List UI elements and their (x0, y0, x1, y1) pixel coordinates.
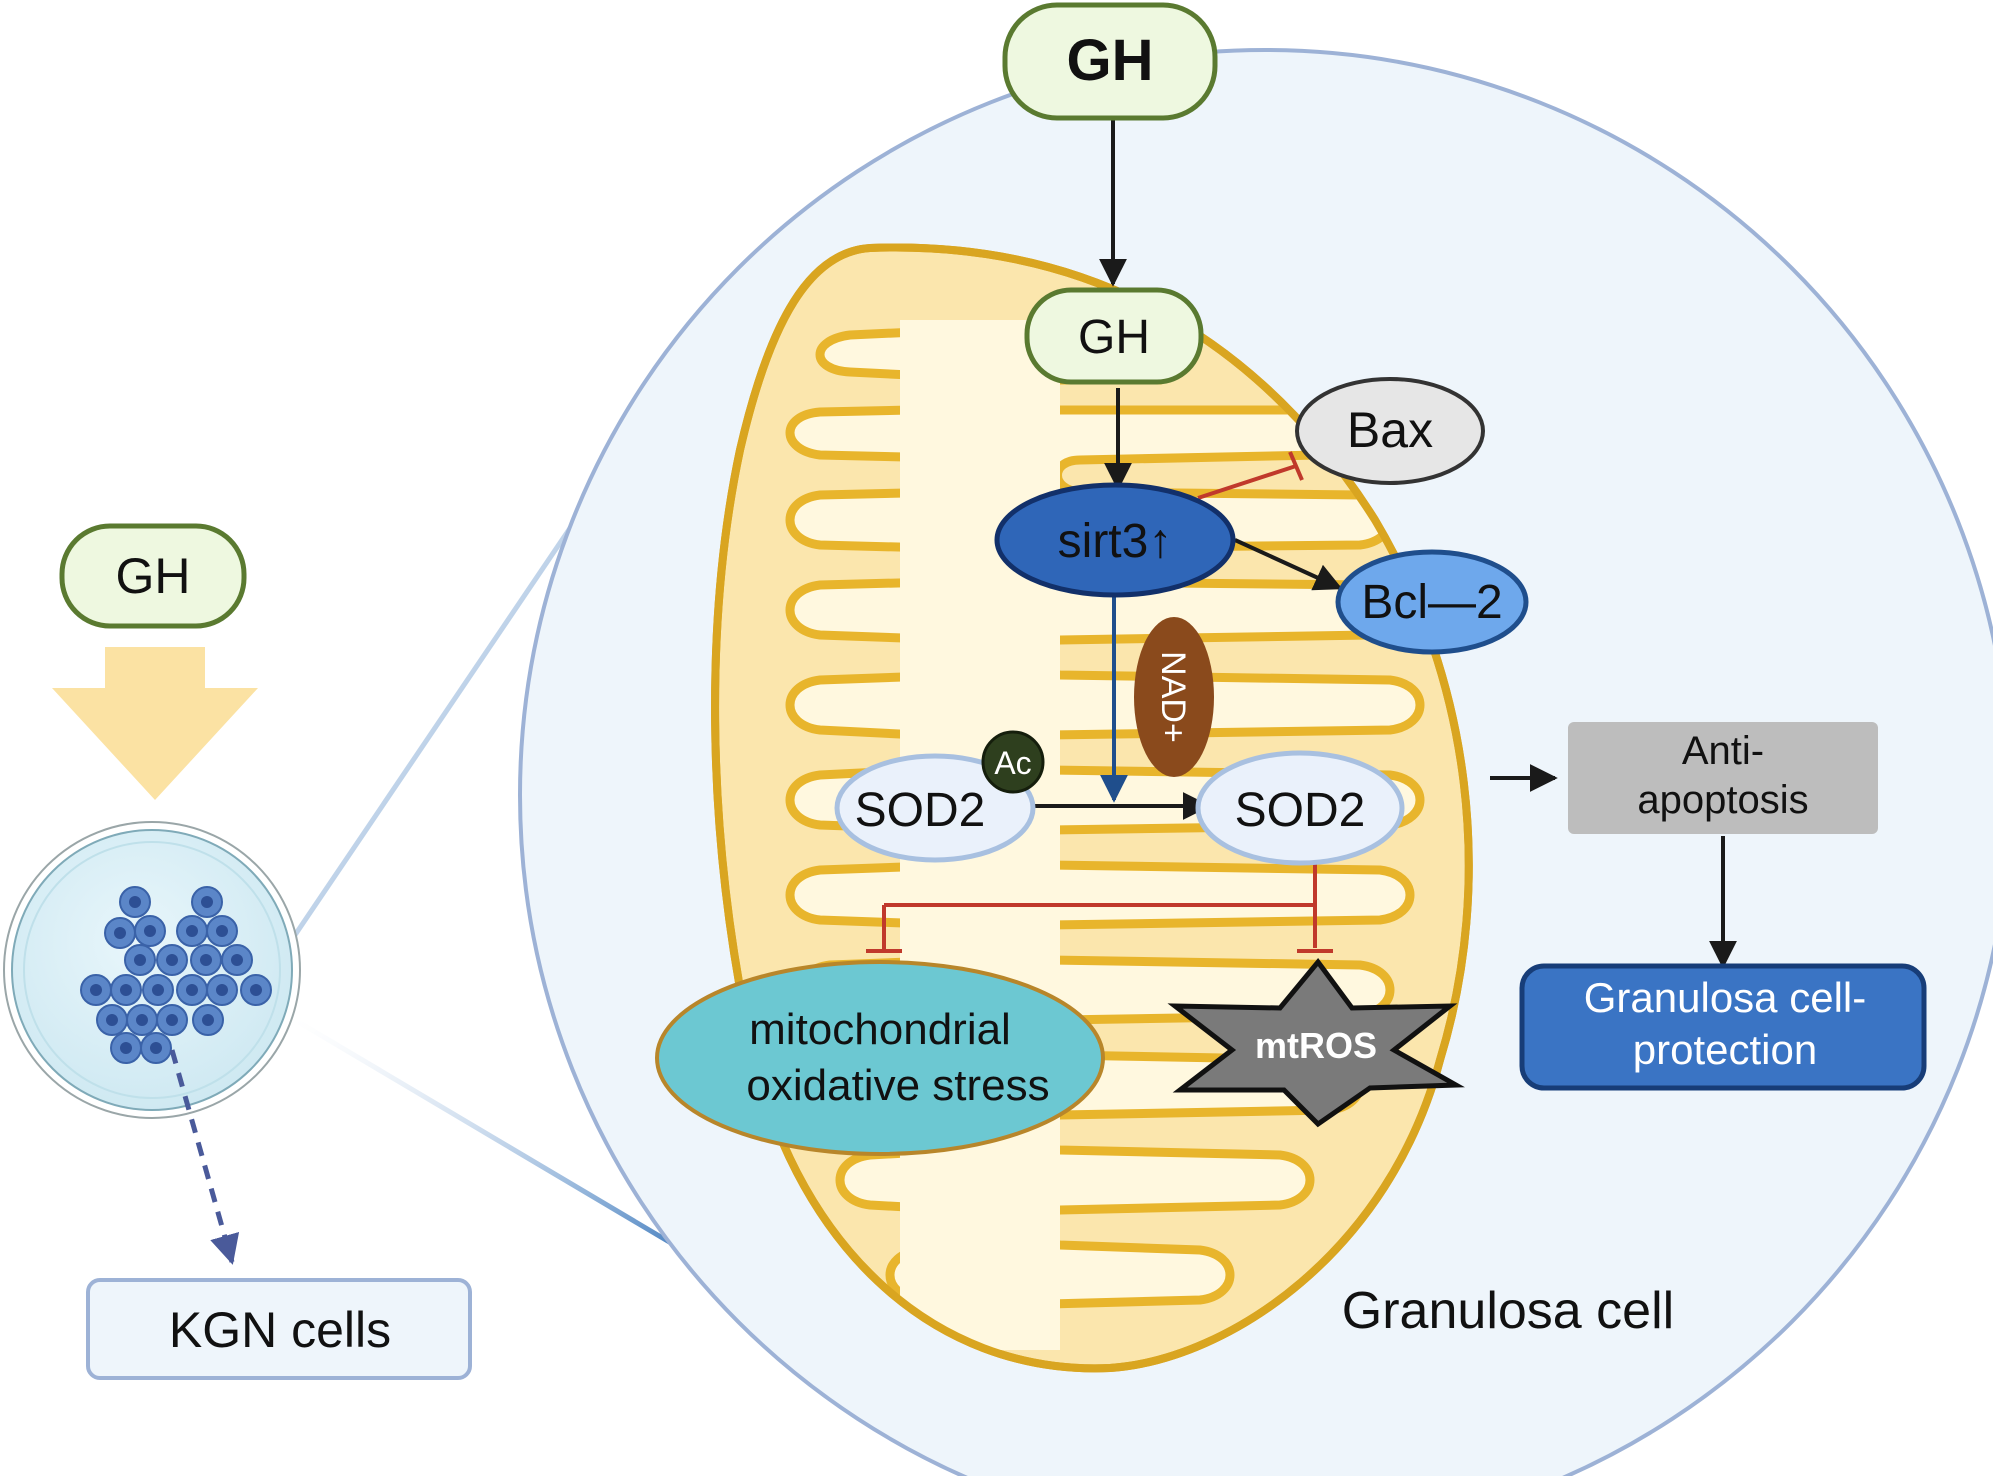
nad-label: NAD+ (1154, 651, 1192, 743)
gh-left-label: GH (116, 548, 191, 604)
bcl2-label: Bcl—2 (1361, 576, 1502, 629)
gh-left-node: GH (59, 523, 247, 629)
oxidative-stress-line2: oxidative stress (746, 1061, 1049, 1110)
sirt3-label: sirt3↑ (1058, 515, 1173, 568)
bax-label: Bax (1347, 402, 1433, 458)
block-arrow-down-icon (52, 647, 258, 800)
sod2-active-node: SOD2 (1195, 750, 1405, 866)
mtros-label: mtROS (1255, 1025, 1377, 1066)
dish-cell-nucleus (202, 1014, 214, 1026)
inhibit-sirt3-bax (1197, 451, 1304, 500)
dish-cell-nucleus (134, 954, 146, 966)
dish-cell-nucleus (129, 896, 141, 908)
gh-top-node: GH (1002, 2, 1218, 121)
dish-cell-nucleus (186, 984, 198, 996)
dish-cell-nucleus (106, 1014, 118, 1026)
cell-cluster (80, 886, 272, 1064)
nad-node: NAD+ (1134, 617, 1214, 777)
inhibit-sod2-stress-mtros (866, 862, 1333, 953)
dish-cell-nucleus (120, 1042, 132, 1054)
sirt3-node: sirt3↑ (994, 482, 1236, 598)
oxidative-stress-line1: mitochondrial (749, 1005, 1011, 1054)
anti-apoptosis-line2: apoptosis (1637, 778, 1808, 822)
dish-cell-nucleus (120, 984, 132, 996)
gh-inner-label: GH (1078, 311, 1150, 364)
petri-dish-icon (3, 821, 301, 1119)
dish-cell-nucleus (250, 984, 262, 996)
kgn-cells-node: KGN cells (86, 1278, 472, 1380)
acetyl-label: Ac (994, 745, 1031, 781)
protection-node: Granulosa cell- protection (1519, 963, 1927, 1091)
kgn-cells-label: KGN cells (169, 1302, 391, 1358)
dish-cell-nucleus (152, 984, 164, 996)
dish-cell-nucleus (186, 925, 198, 937)
dish-cell-nucleus (136, 1014, 148, 1026)
anti-apoptosis-node: Anti- apoptosis (1568, 722, 1878, 834)
acetyl-group (981, 730, 1045, 794)
mtros-node: mtROS (1167, 957, 1465, 1128)
sod2-active-label: SOD2 (1235, 784, 1366, 837)
granulosa-cell-label: Granulosa cell (1342, 1282, 1674, 1340)
sod2-acetylated-node: SOD2 Ac (834, 730, 1045, 863)
sod2-acetylated-label: SOD2 (855, 784, 986, 837)
oxidative-stress-node: mitochondrial oxidative stress (655, 960, 1105, 1156)
bax-node: Bax (1295, 377, 1485, 485)
zoom-line-top (292, 464, 615, 937)
dish-cell-nucleus (114, 927, 126, 939)
arrow-sirt3-to-bcl2 (1234, 538, 1343, 591)
protection-line1: Granulosa cell- (1584, 974, 1866, 1021)
dish-cell-nucleus (166, 1014, 178, 1026)
gh-inner-node: GH (1024, 287, 1204, 385)
gh-top-label: GH (1067, 28, 1154, 93)
dish-cell-nucleus (144, 925, 156, 937)
dish-cell-nucleus (201, 896, 213, 908)
dish-cell-nucleus (150, 1042, 162, 1054)
dish-cell-nucleus (216, 925, 228, 937)
zoom-line-bottom (293, 1017, 722, 1275)
dish-cell-nucleus (166, 954, 178, 966)
dish-cell-nucleus (216, 984, 228, 996)
bcl2-node: Bcl—2 (1335, 549, 1529, 655)
anti-apoptosis-line1: Anti- (1682, 729, 1764, 773)
protection-line2: protection (1633, 1026, 1817, 1073)
dish-cell-nucleus (231, 954, 243, 966)
dish-cell-nucleus (200, 954, 212, 966)
arrow-dish-to-kgn (169, 1049, 240, 1265)
dish-cell-nucleus (90, 984, 102, 996)
